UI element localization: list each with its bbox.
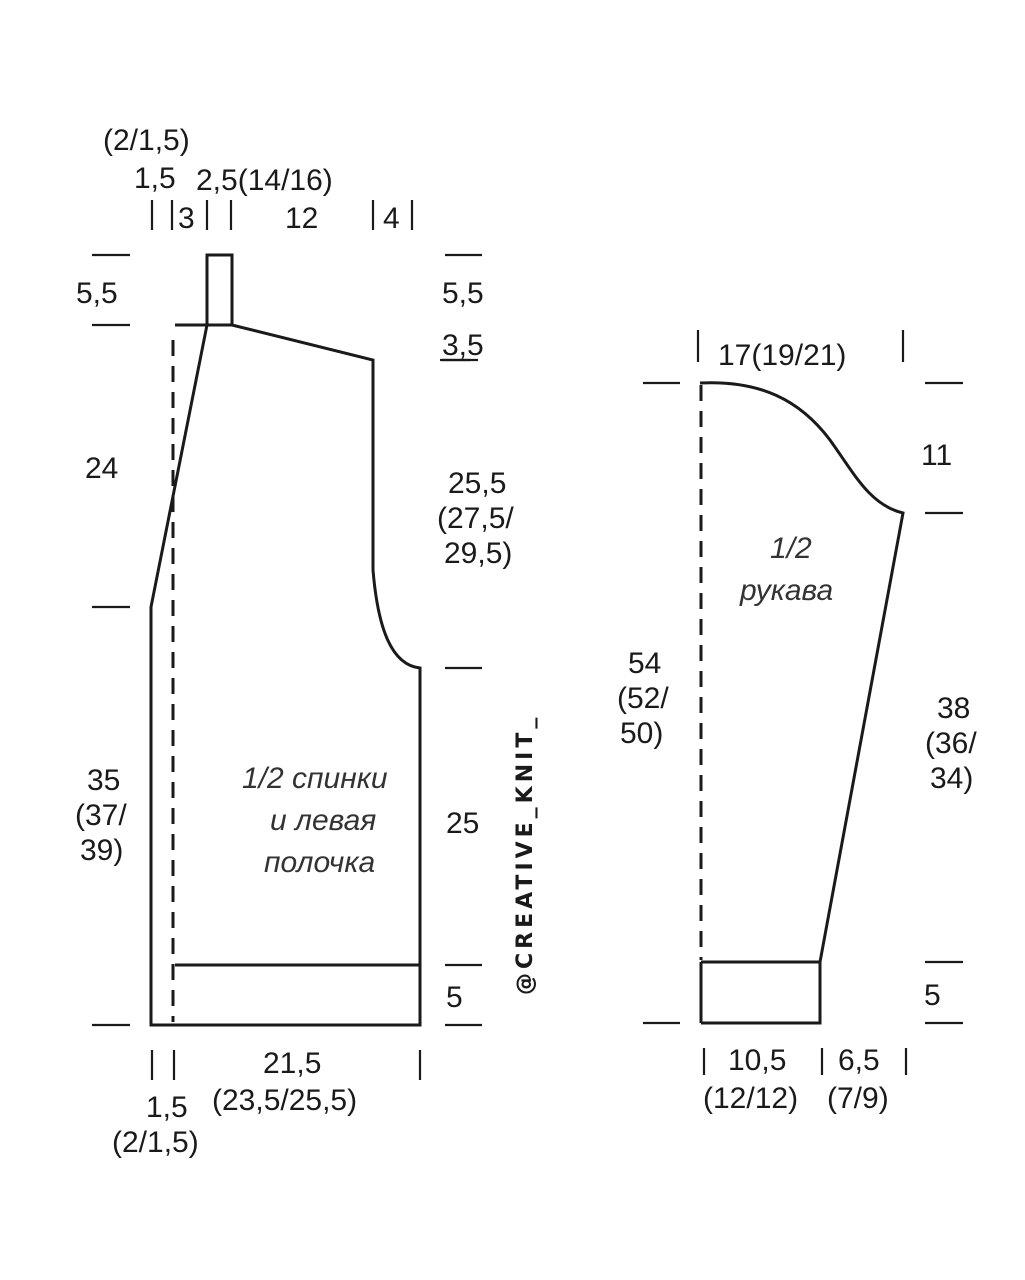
sleeve-length-label-2: (52/ <box>617 682 669 715</box>
sleeve-length-label-3: 50) <box>620 717 663 750</box>
segment-4-label: 4 <box>383 202 400 235</box>
body-width-sub-label: (23,5/25,5) <box>212 1084 357 1117</box>
sleeve-caption-line-1: 1/2 <box>770 532 812 565</box>
sleeve-seam-label-2: (36/ <box>925 727 977 760</box>
watermark-text: @CREATIVE_KNIT_ <box>513 714 538 995</box>
sleeve-outline <box>699 381 905 1025</box>
top-ticks <box>150 200 414 230</box>
left-ticks <box>92 253 130 1027</box>
sleeve-bottom-right-sub-label: (7/9) <box>827 1082 889 1115</box>
sleeve-top-width-label: 17(19/21) <box>718 339 846 372</box>
right-ticks <box>440 253 482 1027</box>
right-collar-height-label: 5,5 <box>442 277 484 310</box>
sleeve-ticks <box>643 330 963 1075</box>
lower-side-label-1: 35 <box>87 764 120 797</box>
shoulder-value-label: 1,5 <box>134 162 176 195</box>
body-caption-line-3: полочка <box>264 846 375 879</box>
shoulder-sub-label: (2/1,5) <box>103 124 190 157</box>
front-slope-label: 24 <box>85 452 118 485</box>
sleeve-seam-label-1: 38 <box>937 692 970 725</box>
segment-3-label: 3 <box>178 202 195 235</box>
bottom-ticks <box>150 1050 422 1080</box>
segment-12-label: 12 <box>285 202 318 235</box>
lower-side-label-3: 39) <box>80 834 123 867</box>
rib-height-label: 5 <box>446 981 463 1014</box>
body-caption-line-1: 1/2 спинки <box>242 762 388 795</box>
armhole-label-3: 29,5) <box>444 537 512 570</box>
sleeve-bottom-right-label: 6,5 <box>838 1044 880 1077</box>
side-length-label: 25 <box>446 807 479 840</box>
body-outline <box>149 323 422 1027</box>
sleeve-length-label-1: 54 <box>628 647 661 680</box>
lower-side-label-2: (37/ <box>75 799 127 832</box>
body-width-label: 21,5 <box>263 1047 321 1080</box>
shoulder-drop-label: 3,5 <box>442 329 484 362</box>
sleeve-piece: 17(19/21) 11 54 (52/ 50) 38 (36/ 34) 5 1… <box>617 330 977 1115</box>
armhole-label-2: (27,5/ <box>437 502 514 535</box>
neck-width-label: 2,5(14/16) <box>196 164 333 197</box>
body-piece: (2/1,5) 1,5 2,5(14/16) 3 12 4 5,5 24 35 … <box>75 124 514 1159</box>
sleeve-caption-line-2: рукава <box>739 574 833 607</box>
sleeve-seam-label-3: 34) <box>930 762 973 795</box>
sleeve-bottom-left-label: 10,5 <box>728 1044 786 1077</box>
collar-strip <box>205 253 234 325</box>
body-caption-line-2: и левая <box>270 804 376 837</box>
sleeve-cuff-label: 5 <box>924 979 941 1012</box>
sleeve-bottom-left-sub-label: (12/12) <box>703 1082 798 1115</box>
armhole-label-1: 25,5 <box>448 467 506 500</box>
left-collar-height-label: 5,5 <box>76 277 118 310</box>
band-width-label: 1,5 <box>146 1091 188 1124</box>
sleeve-cap-height-label: 11 <box>921 439 952 472</box>
band-width-sub-label: (2/1,5) <box>112 1126 199 1159</box>
